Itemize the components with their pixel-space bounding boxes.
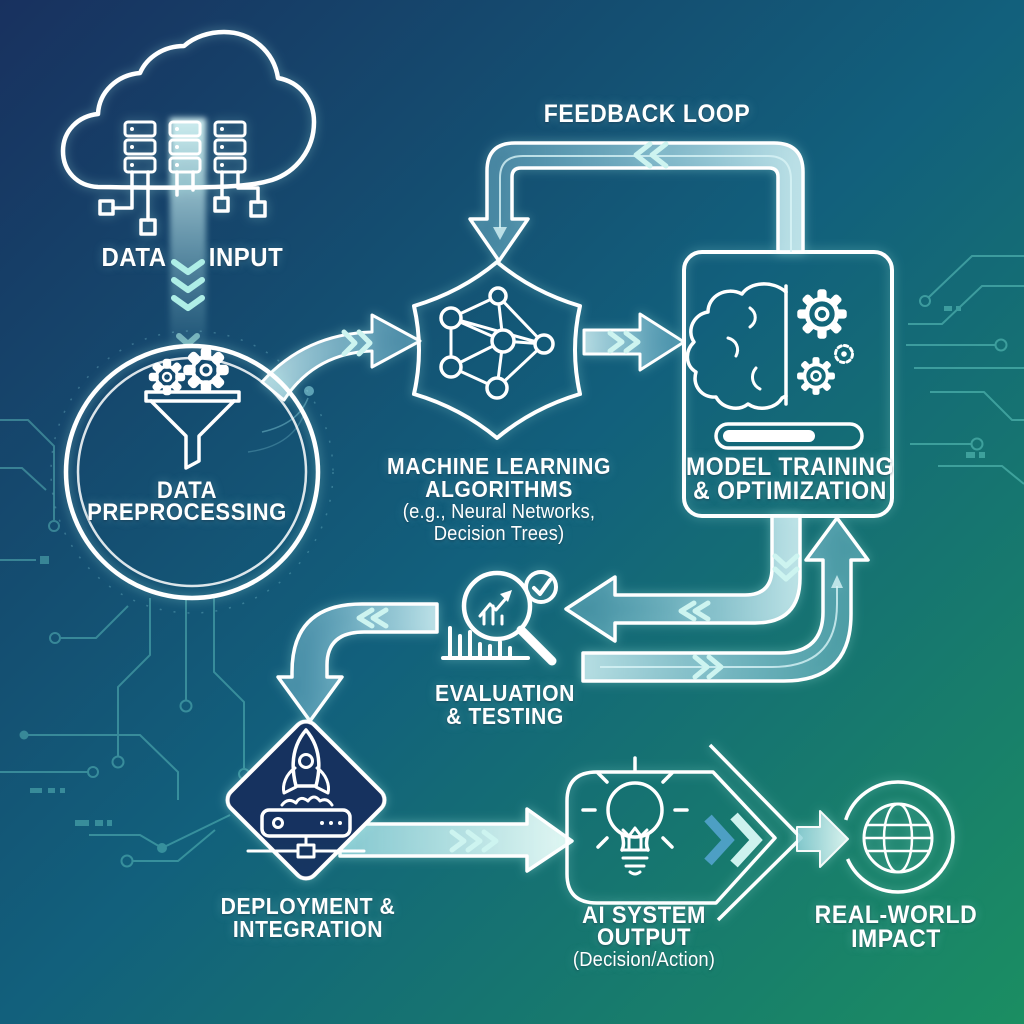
hexagon-badge [412, 260, 582, 440]
circuit-dot-deco [247, 386, 314, 453]
arrow-model-to-evaluation [564, 514, 802, 643]
brain-gears-icon [685, 282, 854, 410]
rocket-launch-icon [246, 728, 366, 859]
double-chevron-icon [704, 812, 763, 868]
magnifier-chart-check-icon [441, 570, 558, 666]
funnel-gears-icon [144, 347, 241, 470]
neural-network-icon [439, 286, 555, 400]
deployment-label: DEPLOYMENT & INTEGRATION [220, 893, 396, 942]
impact-node [841, 780, 955, 894]
preprocessing-circle [63, 343, 321, 601]
arrow-deployment-to-output [338, 807, 574, 873]
deployment-node [225, 719, 387, 881]
ai-output-box [565, 770, 777, 905]
circuit-traces-right [906, 255, 1024, 485]
evaluation-label: EVALUATION & TESTING [435, 680, 575, 729]
model-training-label: MODEL TRAINING & OPTIMIZATION [686, 453, 894, 505]
circuit-traces-left [0, 419, 250, 868]
data-input-label-left: DATA [101, 242, 167, 272]
ai-output-label: AI SYSTEM OUTPUT (Decision/Action) [572, 902, 716, 972]
data-preprocessing-node [50, 330, 334, 614]
arrow-output-to-impact [796, 810, 849, 868]
ml-algorithms-label: MACHINE LEARNING ALGORITHMS (e.g., Neura… [387, 453, 611, 546]
impact-label: REAL-WORLD IMPACT [814, 901, 978, 953]
arrow-ml-to-model [582, 312, 686, 372]
data-input-label-right: INPUT [208, 242, 284, 272]
impact-ring [841, 780, 955, 894]
arrow-evaluation-to-model [581, 516, 870, 683]
preprocessing-label: DATA PREPROCESSING [87, 477, 287, 526]
ml-algorithms-node [412, 260, 582, 440]
globe-icon [862, 802, 934, 874]
progress-bar [714, 422, 864, 450]
feedback-loop-label: FEEDBACK LOOP [543, 100, 751, 128]
arrow-feedback-loop [468, 141, 805, 263]
cloud-data-servers-icon [60, 29, 317, 236]
lightbulb-icon [581, 756, 689, 876]
arrow-evaluation-to-deployment [276, 602, 439, 723]
